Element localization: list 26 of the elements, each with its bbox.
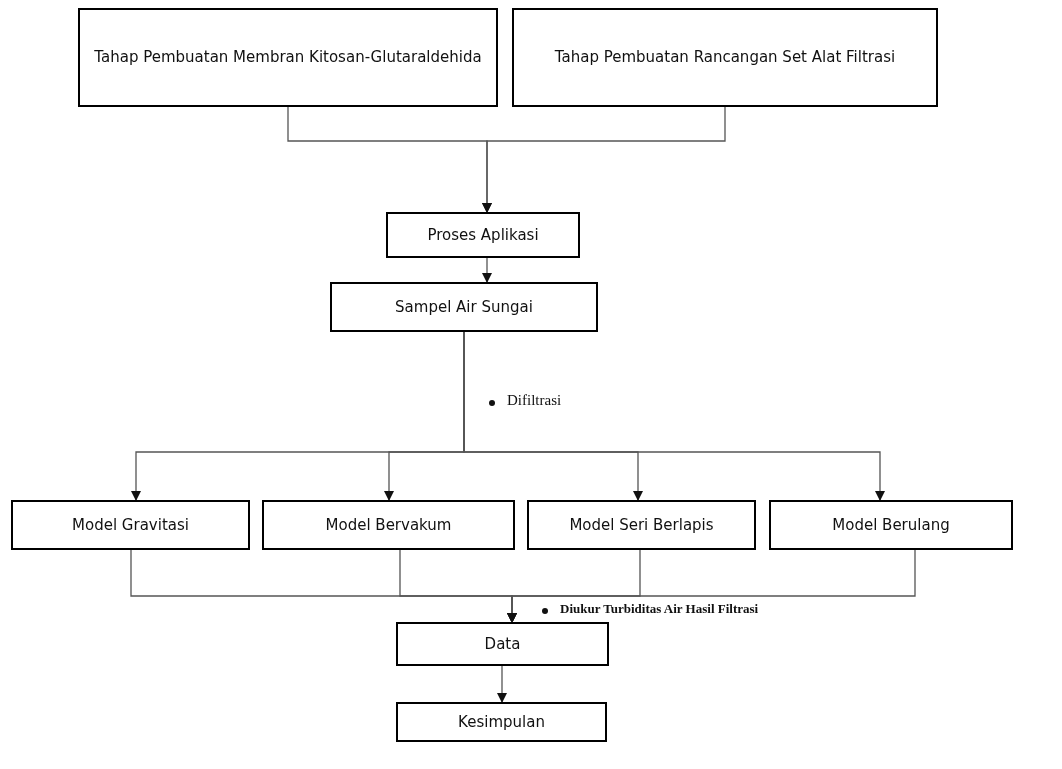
note-text: Difiltrasi — [507, 392, 562, 409]
box-label: Proses Aplikasi — [427, 224, 539, 246]
process-box — [262, 500, 515, 550]
arrow — [497, 665, 507, 703]
box-label: Model Berulang — [832, 514, 950, 536]
process-box — [78, 8, 498, 107]
box-label: Tahap Pembuatan Membran Kitosan-Glutaraldehida — [94, 47, 482, 69]
box-label: Tahap Pembuatan Rancangan Set Alat Filtrasi — [554, 47, 896, 69]
box-label: Kesimpulan — [458, 711, 545, 733]
process-box — [386, 212, 580, 258]
process-box — [396, 622, 609, 666]
process-box — [512, 8, 938, 107]
arrow — [482, 257, 492, 283]
box-label: Model Gravitasi — [72, 514, 189, 536]
process-box — [527, 500, 756, 550]
arrow — [482, 106, 726, 213]
process-box — [330, 282, 598, 332]
arrow — [507, 549, 916, 623]
box-label: Sampel Air Sungai — [395, 296, 533, 318]
process-box — [11, 500, 250, 550]
box-label: Model Bervakum — [325, 514, 452, 536]
box-label: Model Seri Berlapis — [569, 514, 714, 536]
note-text: Diukur Turbiditas Air Hasil Filtrasi — [560, 601, 759, 617]
process-box — [396, 702, 607, 742]
box-label: Data — [484, 633, 521, 655]
process-box — [769, 500, 1013, 550]
